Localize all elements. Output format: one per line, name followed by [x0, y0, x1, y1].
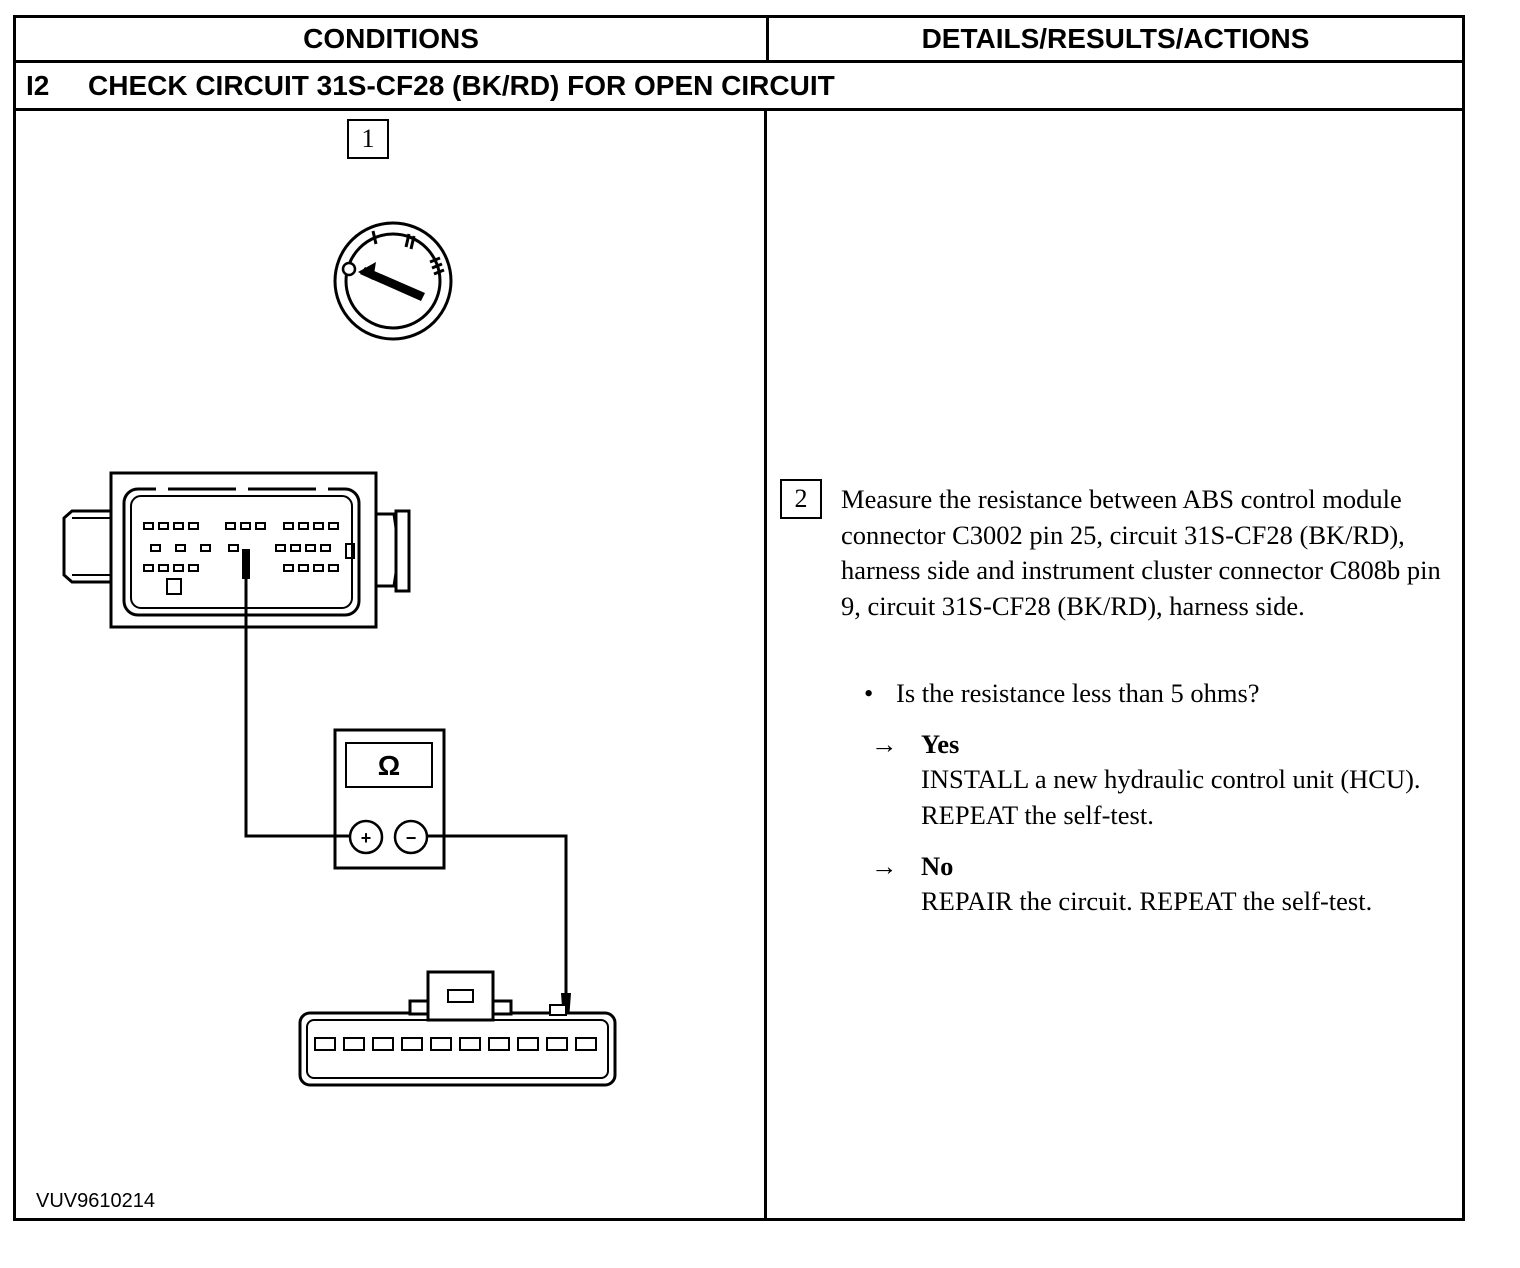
cluster-connector-pins — [314, 1037, 597, 1051]
details-header: DETAILS/RESULTS/ACTIONS — [921, 23, 1310, 54]
instrument-cluster-connector — [298, 970, 617, 1087]
test-step-title-row: I2 CHECK CIRCUIT 31S-CF28 (BK/RD) FOR OP… — [16, 63, 1462, 108]
test-step-title: CHECK CIRCUIT 31S-CF28 (BK/RD) FOR OPEN … — [88, 69, 835, 101]
step-1-box: 1 — [347, 119, 389, 159]
figure-code: VUV9610214 — [36, 1190, 155, 1212]
title-rule — [16, 108, 1462, 111]
header-divider — [766, 18, 769, 60]
step-instruction: Measure the resistance between ABS contr… — [841, 484, 1441, 621]
header-rule — [16, 60, 1462, 63]
diagnostic-table: CONDITIONS DETAILS/RESULTS/ACTIONS I2 CH… — [13, 15, 1465, 1221]
arrow-right-icon: → — [871, 851, 898, 881]
plus-terminal-label: + — [361, 828, 372, 848]
arrow-right-icon: → — [871, 729, 898, 759]
conditions-header: CONDITIONS — [303, 23, 479, 54]
ohm-symbol: Ω — [378, 750, 400, 781]
abs-connector-pins — [143, 522, 339, 572]
positive-test-lead — [244, 579, 350, 838]
yes-label: Yes — [921, 729, 960, 759]
probe-tip-plus — [242, 549, 250, 579]
ignition-switch-icon — [333, 221, 453, 341]
bullet-icon: • — [864, 678, 874, 708]
conditions-diagram: Ω + − — [62, 221, 617, 1087]
column-divider — [764, 111, 767, 1218]
yes-action: INSTALL a new hydraulic control unit (HC… — [921, 764, 1421, 830]
no-label: No — [921, 851, 954, 881]
no-action: REPAIR the circuit. REPEAT the self-test… — [921, 886, 1373, 916]
ohmmeter-icon: Ω + − — [333, 728, 446, 870]
question-text: Is the resistance less than 5 ohms? — [896, 678, 1260, 708]
step-2-box: 2 — [780, 479, 822, 519]
test-step-id: I2 — [26, 69, 50, 101]
minus-terminal-label: − — [406, 828, 417, 848]
negative-test-lead — [427, 834, 568, 1018]
question-row: • Is the resistance less than 5 ohms? — [864, 676, 1260, 712]
